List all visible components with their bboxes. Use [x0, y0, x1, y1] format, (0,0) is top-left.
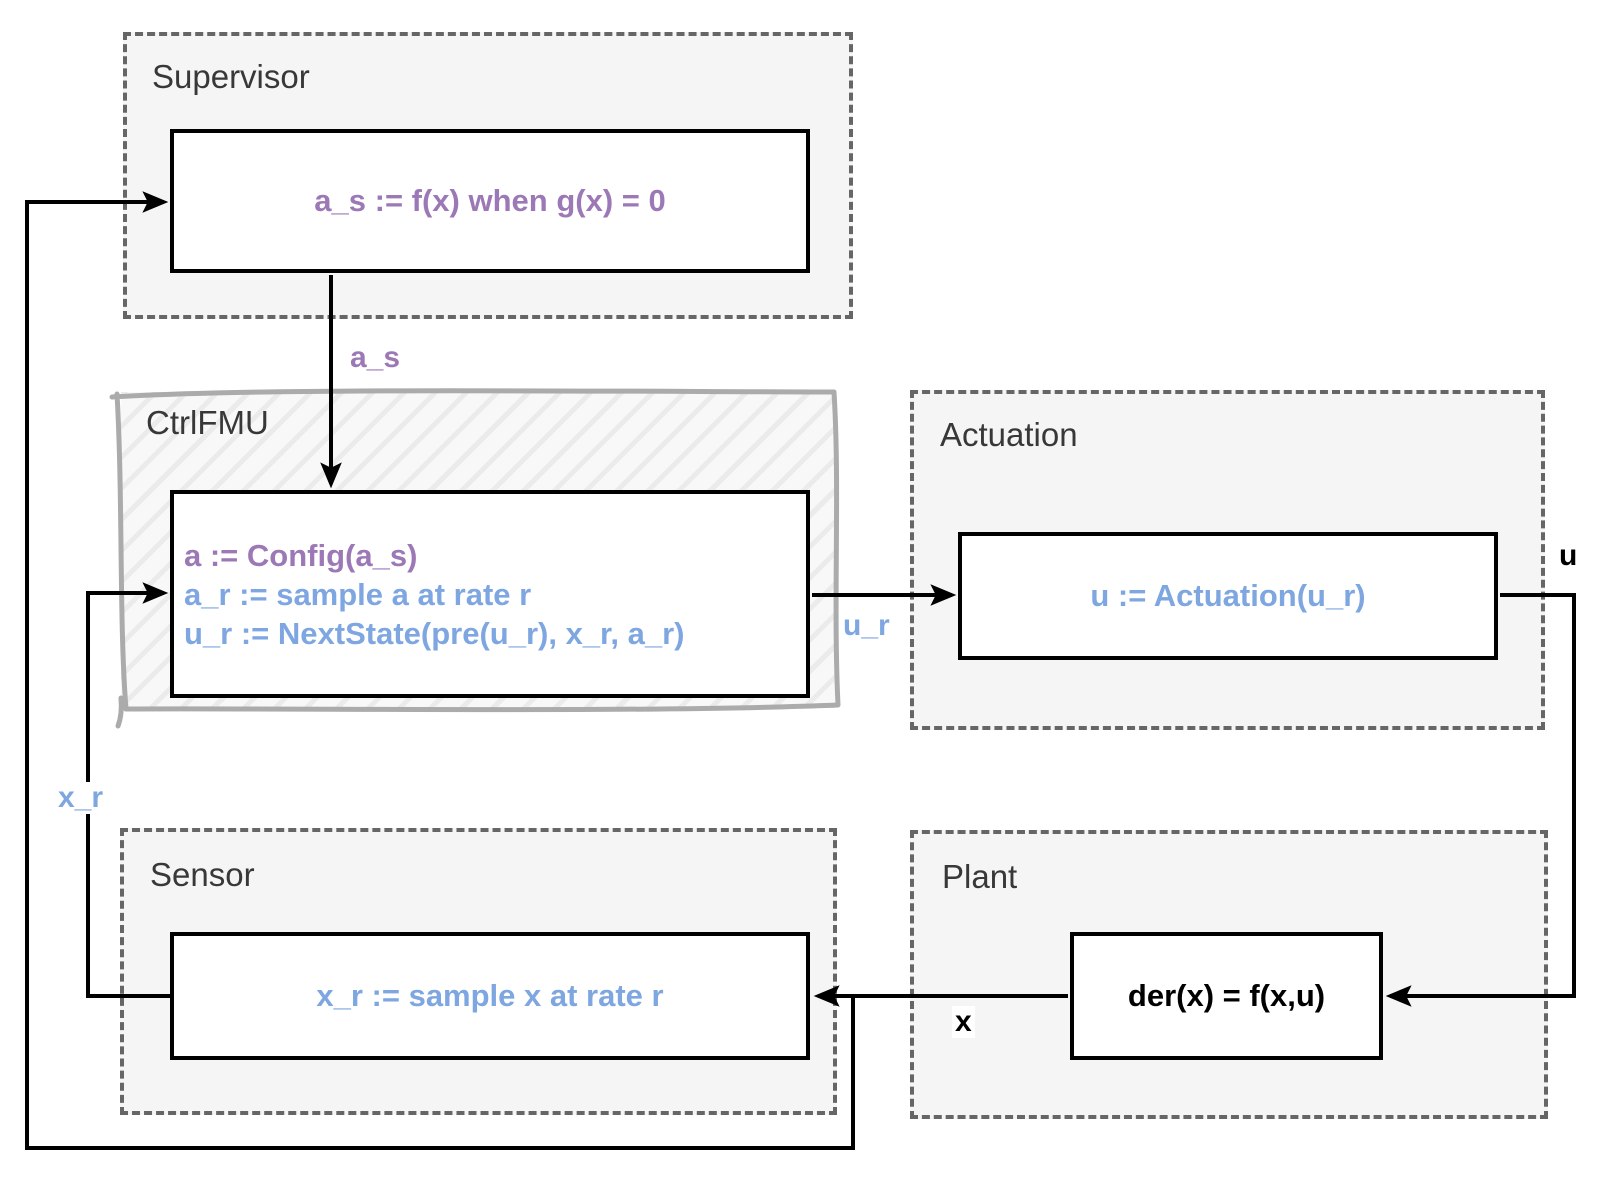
sensor-equation: x_r := sample x at rate r [316, 978, 664, 1013]
signal-label-u: u [1556, 540, 1581, 572]
signal-label-x_r: x_r [55, 782, 107, 814]
plant-equation: der(x) = f(x,u) [1127, 978, 1326, 1013]
ctrlfmu-title: CtrlFMU [146, 404, 269, 441]
actuation-equation: u := Actuation(u_r) [1090, 578, 1366, 613]
ctrlfmu-equation-sample: a_r := sample a at rate r [184, 576, 532, 612]
signal-label-x: x [952, 1006, 975, 1038]
plant-title: Plant [942, 858, 1018, 895]
ctrlfmu-equation-nextstate: u_r := NextState(pre(u_r), x_r, a_r) [184, 615, 685, 651]
actuation-block: u := Actuation(u_r) [958, 532, 1498, 660]
supervisor-equation: a_s := f(x) when g(x) = 0 [314, 183, 666, 218]
signal-label-a_s: a_s [347, 342, 404, 374]
ctrlfmu-equation-config: a := Config(a_s) [184, 537, 418, 573]
supervisor-title: Supervisor [152, 58, 310, 95]
ctrlfmu-block: a := Config(a_s) a_r := sample a at rate… [170, 490, 810, 698]
supervisor-block: a_s := f(x) when g(x) = 0 [170, 129, 810, 273]
actuation-title: Actuation [940, 416, 1078, 453]
sensor-block: x_r := sample x at rate r [170, 932, 810, 1060]
sensor-title: Sensor [150, 856, 255, 893]
signal-label-u_r: u_r [840, 610, 893, 642]
plant-block: der(x) = f(x,u) [1070, 932, 1383, 1060]
